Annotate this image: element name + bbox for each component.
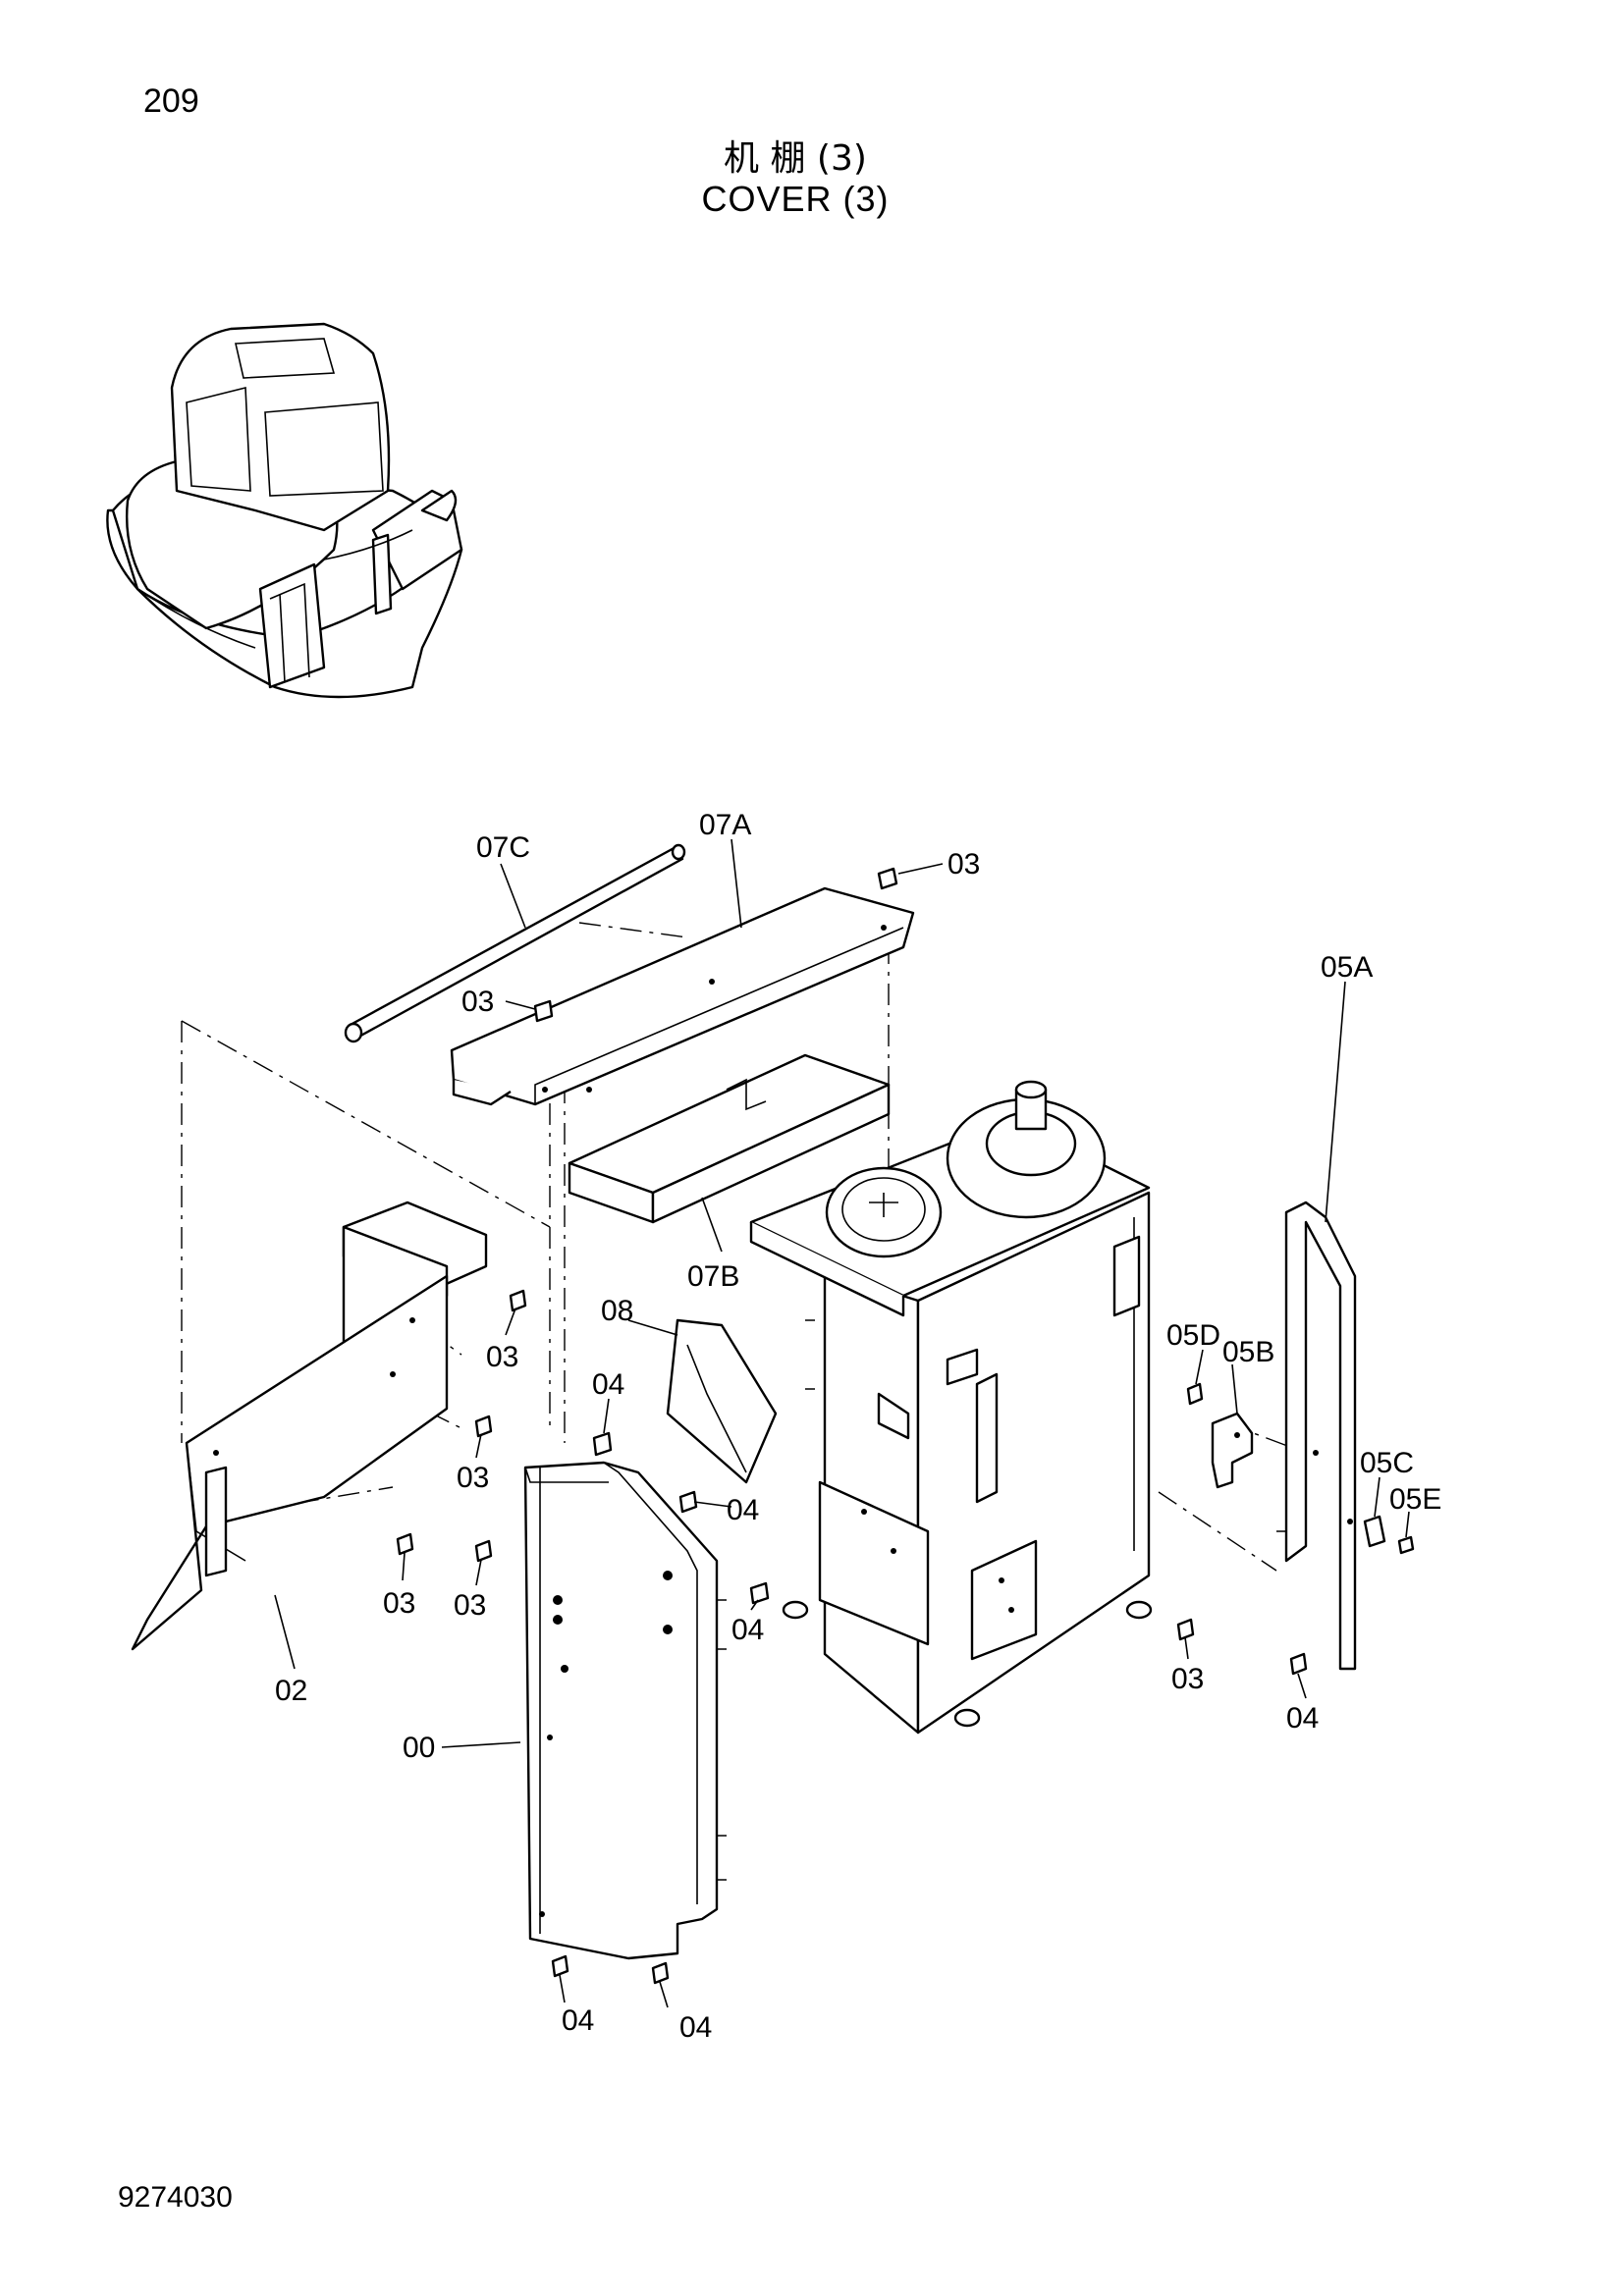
part-02-left-cover — [131, 1201, 488, 1651]
callout-07b: 07B — [687, 1260, 739, 1293]
bolt-04-a — [592, 1431, 613, 1457]
part-05b-bracket — [1211, 1412, 1254, 1489]
document-number: 9274030 — [118, 2181, 233, 2214]
callout-02: 02 — [275, 1675, 307, 1707]
bolt-03-07a — [533, 999, 554, 1023]
leader-lines — [274, 838, 1410, 2008]
callout-05e: 05E — [1389, 1483, 1441, 1516]
callout-03-left2: 03 — [457, 1462, 489, 1494]
bolt-03-tank — [1176, 1618, 1195, 1641]
callout-04-d: 04 — [1286, 1702, 1319, 1735]
callout-03-bl1: 03 — [383, 1587, 415, 1620]
bolt-03-left1 — [509, 1289, 527, 1312]
title-english: COVER (3) — [701, 179, 890, 219]
callout-05d: 05D — [1166, 1319, 1220, 1352]
callout-00: 00 — [403, 1732, 435, 1764]
callout-labels: 07C 07A 03 03 05A 07B 08 03 04 05D 05B 0… — [275, 809, 1441, 2044]
callout-05c: 05C — [1360, 1447, 1414, 1479]
callout-05a: 05A — [1321, 951, 1373, 984]
bolt-04-d — [1289, 1652, 1308, 1676]
bolt-03-bl1 — [396, 1532, 414, 1556]
callout-04-c: 04 — [731, 1614, 764, 1646]
bolt-03-left2 — [474, 1415, 493, 1438]
callout-04-e: 04 — [562, 2004, 594, 2037]
hydraulic-tank — [749, 1080, 1153, 1735]
excavator-overview-thumbnail — [106, 322, 463, 699]
part-07c-strip — [344, 843, 686, 1043]
callout-08: 08 — [601, 1295, 633, 1327]
screw-05e — [1397, 1535, 1415, 1555]
part-07b-block — [568, 1053, 891, 1224]
part-00-main-cover — [523, 1461, 727, 1960]
part-07a-top-plate — [450, 886, 915, 1106]
bolt-03-top — [877, 867, 898, 890]
callout-03-left1: 03 — [486, 1341, 518, 1373]
callout-05b: 05B — [1222, 1336, 1274, 1368]
bolt-04-e — [551, 1954, 569, 1978]
callout-04-a: 04 — [592, 1368, 624, 1401]
callout-07a: 07A — [699, 809, 751, 841]
bolt-04-c — [749, 1581, 770, 1605]
title-chinese: 机 棚 (3) — [724, 138, 867, 179]
callout-03-bl2: 03 — [454, 1589, 486, 1622]
callout-03-top: 03 — [947, 848, 980, 881]
fasteners — [396, 867, 1415, 1985]
part-08-plate — [666, 1318, 778, 1484]
callout-03-tank: 03 — [1171, 1663, 1204, 1695]
bolt-04-f — [651, 1961, 670, 1985]
callout-04-b: 04 — [727, 1494, 759, 1526]
bolt-03-bl2 — [474, 1539, 493, 1563]
callout-07c: 07C — [476, 831, 530, 864]
bolt-05d — [1186, 1382, 1204, 1406]
bolt-04-b — [678, 1490, 698, 1514]
callout-03-07a: 03 — [461, 986, 494, 1018]
clip-05c — [1363, 1515, 1386, 1548]
part-05a-guard — [1284, 1201, 1357, 1671]
callout-04-f: 04 — [679, 2011, 712, 2044]
page-number: 209 — [143, 82, 199, 120]
